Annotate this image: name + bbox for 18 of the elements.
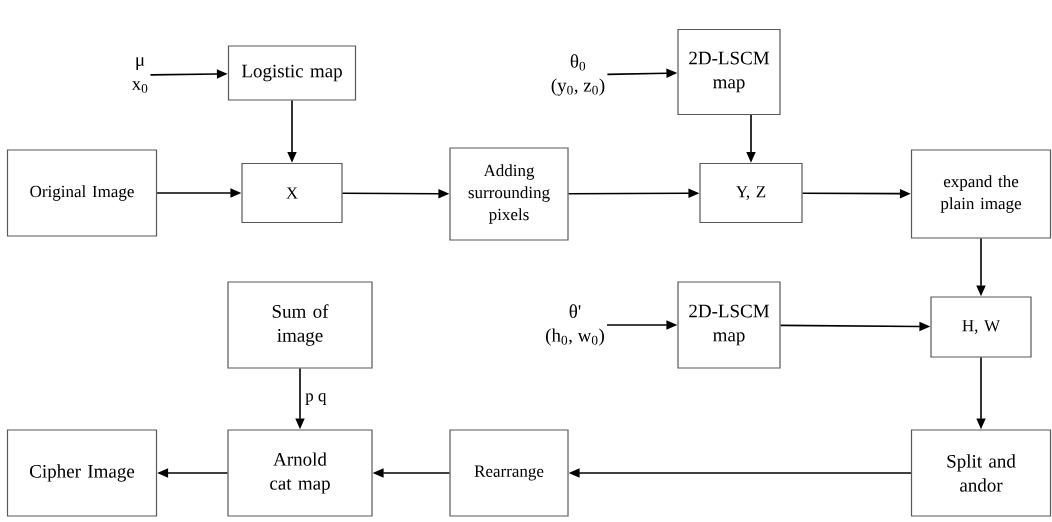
process-box: expand the plain image: [910, 149, 1052, 239]
process-box: Logistic map: [227, 45, 357, 101]
edge-label: p q: [304, 392, 328, 406]
process-box: Sum of image: [227, 281, 373, 369]
input-parameters: θ$_{0}$ (y$_{0}$, z$_{0}$): [551, 54, 605, 96]
process-box: 2D-LSCM map: [677, 281, 781, 369]
process-box: H, W: [930, 296, 1032, 358]
process-box: X: [241, 162, 343, 224]
process-box: Adding surrounding pixels: [449, 147, 569, 241]
input-parameters: θ' (h$_{0}$, w$_{0}$): [546, 304, 604, 346]
process-box: 2D-LSCM map: [677, 28, 781, 116]
process-box: Y, Z: [699, 162, 803, 224]
process-box: Cipher Image: [6, 429, 158, 517]
process-box: Split and andor: [910, 429, 1052, 517]
process-box: Rearrange: [449, 429, 569, 517]
input-parameters: μ x$_{0}$: [131, 57, 148, 93]
process-box: Original Image: [6, 149, 158, 237]
process-box: Arnold cat map: [227, 429, 373, 517]
